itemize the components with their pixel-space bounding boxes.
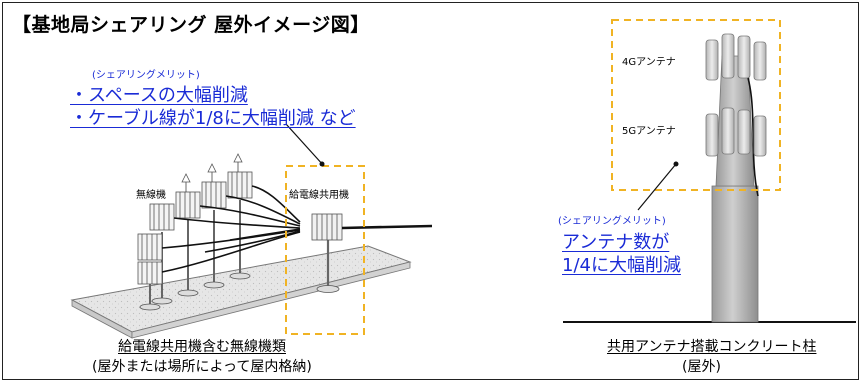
antenna-highlight-box bbox=[611, 19, 781, 191]
left-caption-line-1: 給電線共用機含む無線機類 bbox=[118, 339, 286, 355]
antenna-5g-group bbox=[705, 107, 767, 157]
left-merit-line-2: ・ケーブル線が1/8に大幅削減 など bbox=[70, 108, 356, 129]
right-merit-line-2: 1/4に大幅削減 bbox=[562, 255, 681, 276]
right-leader-dot bbox=[673, 161, 679, 167]
left-merit-line-1: ・スペースの大幅削減 bbox=[70, 85, 248, 106]
right-leader-line bbox=[637, 163, 677, 211]
antenna-5g-label: 5Gアンテナ bbox=[622, 126, 676, 137]
feeder-unit-label: 給電線共用機 bbox=[289, 190, 349, 201]
figure-frame bbox=[2, 2, 859, 380]
antenna-4g-group bbox=[705, 33, 767, 81]
concrete-pole bbox=[711, 185, 759, 323]
right-caption-line-1: 共用アンテナ搭載コンクリート柱 bbox=[607, 339, 817, 355]
feeder-sharing-unit bbox=[311, 213, 343, 293]
figure-title: 【基地局シェアリング 屋外イメージ図】 bbox=[12, 14, 370, 36]
left-merit-header: (シェアリングメリット) bbox=[92, 70, 200, 81]
cable-bundle bbox=[161, 185, 301, 273]
radio-unit-label: 無線機 bbox=[136, 190, 166, 201]
antenna-4g-label: 4Gアンテナ bbox=[622, 57, 676, 68]
right-merit-header: (シェアリングメリット) bbox=[558, 216, 666, 227]
right-merit-line-1: アンテナ数が bbox=[562, 232, 670, 253]
left-leader-line bbox=[285, 123, 325, 167]
left-caption-line-2: (屋外または場所によって屋内格納) bbox=[92, 359, 312, 375]
feeder-cable bbox=[341, 224, 433, 230]
right-caption-line-2: (屋外) bbox=[682, 359, 721, 375]
left-leader-dot bbox=[319, 161, 325, 167]
feeder-highlight-box bbox=[285, 165, 365, 335]
concrete-slab bbox=[70, 245, 412, 339]
